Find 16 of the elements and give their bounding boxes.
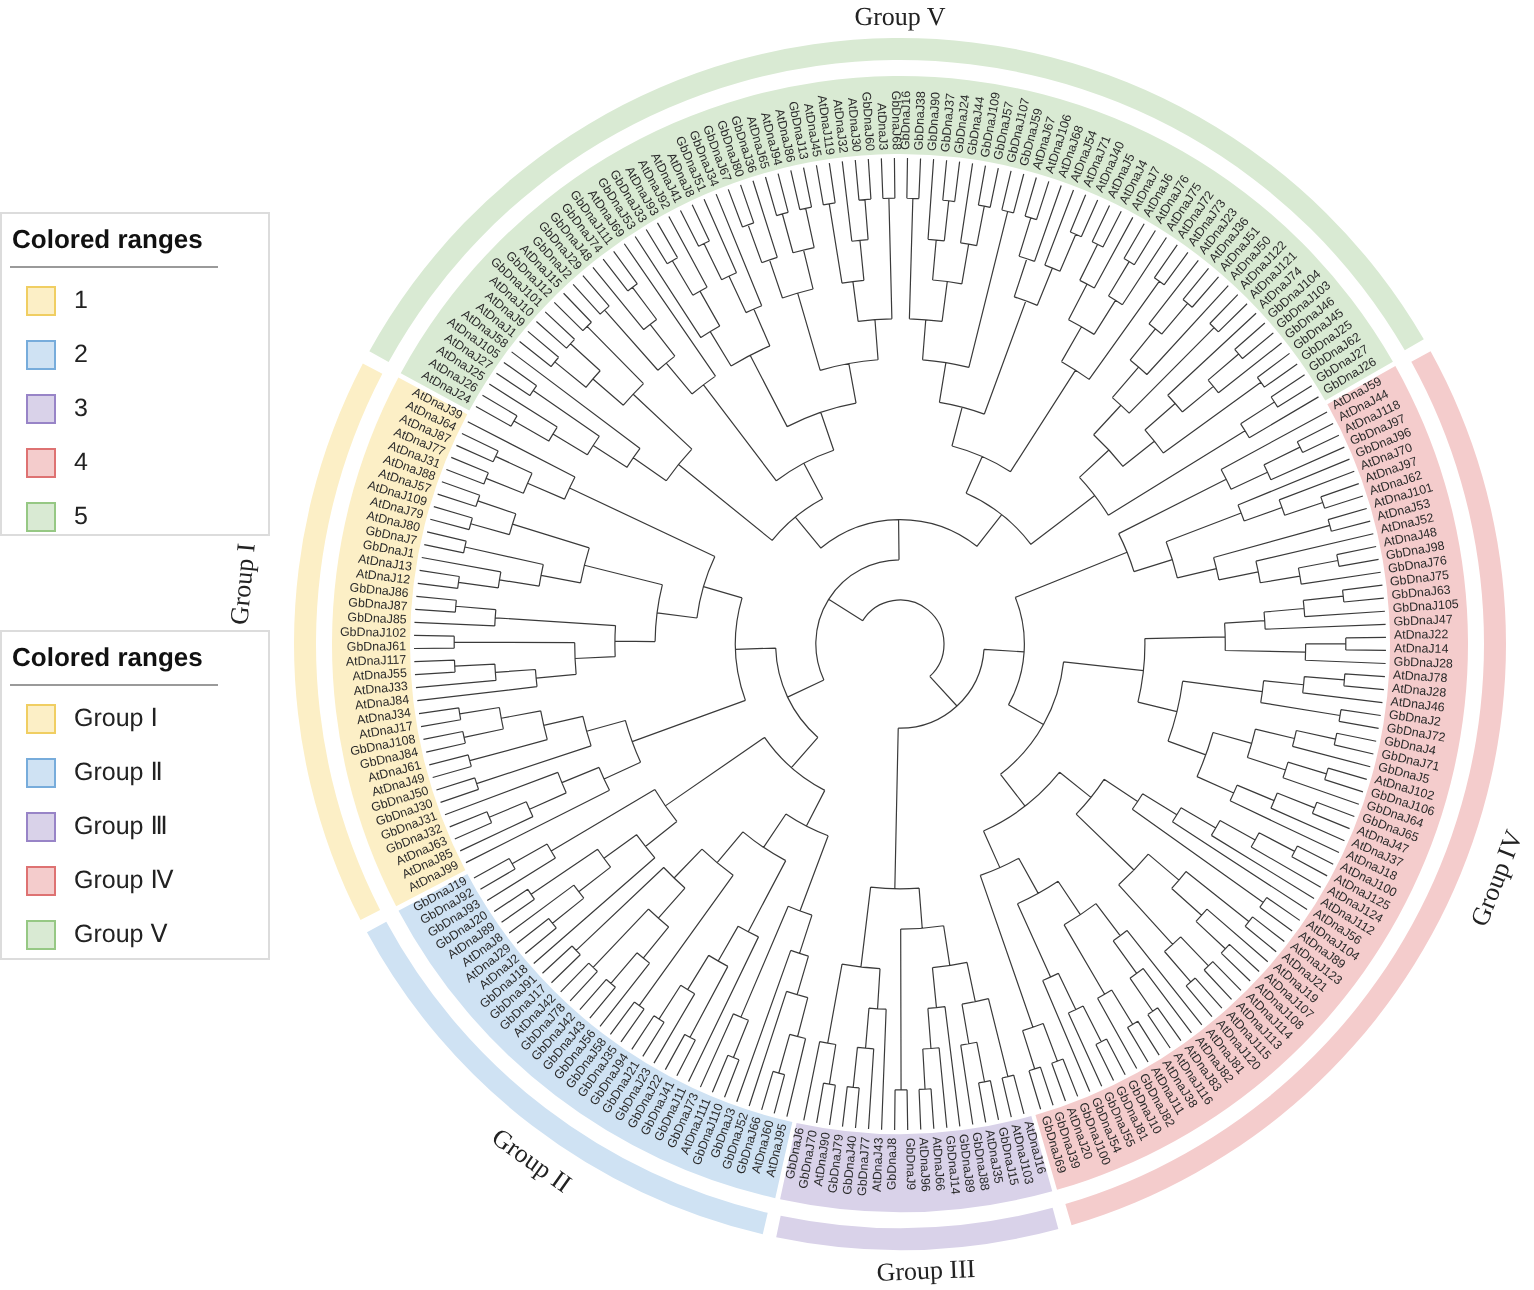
group-label: Group V (854, 1, 946, 31)
group-label: Group III (876, 1252, 977, 1287)
legend-label: Group Ⅰ (74, 704, 158, 734)
legend-label: Group Ⅳ (74, 866, 174, 896)
legend-label: 1 (74, 286, 88, 316)
legend-label: 3 (74, 394, 88, 424)
group-label: Group I (224, 541, 262, 626)
legend-title: Colored ranges (12, 642, 203, 674)
legend-label: 4 (74, 448, 88, 478)
legend-label: Group Ⅴ (74, 920, 168, 950)
legend-label: 2 (74, 340, 88, 370)
legend-label: 5 (74, 502, 88, 532)
group-label: Group IV (1463, 826, 1528, 931)
legend-title: Colored ranges (12, 224, 203, 256)
legend-label: Group Ⅲ (74, 812, 168, 842)
legend-label: Group Ⅱ (74, 758, 163, 788)
